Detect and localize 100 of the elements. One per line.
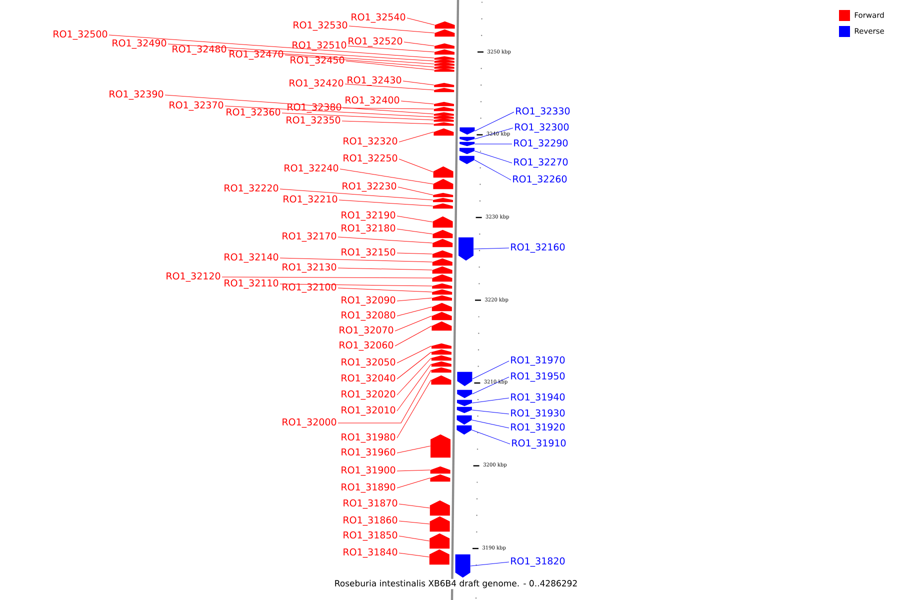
gene-label: RO1_32180 (342, 224, 396, 234)
gene-label: RO1_31950 (511, 372, 565, 382)
leader-line (398, 132, 434, 142)
gene-label: RO1_32040 (342, 374, 396, 384)
gene-block (434, 56, 454, 60)
gene-block (434, 49, 454, 55)
leader-line (398, 186, 434, 196)
gene-block (432, 230, 453, 238)
leader-line (394, 316, 432, 332)
gene-label: RO1_32170 (282, 232, 336, 242)
leader-line (396, 352, 432, 380)
leader-line (396, 346, 432, 364)
gene-block (431, 367, 452, 373)
gene-block (433, 192, 454, 198)
gene-block (430, 533, 450, 549)
leader-line (474, 150, 512, 164)
gene-block (434, 122, 454, 126)
leader-line (284, 54, 434, 68)
leader-line (348, 46, 435, 52)
gene-label: RO1_32400 (346, 96, 400, 106)
leader-line (348, 26, 435, 34)
gene-block (460, 142, 475, 146)
leader-line (396, 216, 433, 222)
gene-label: RO1_31920 (511, 423, 565, 433)
gene-label: RO1_31930 (511, 409, 565, 419)
gene-block (434, 102, 454, 106)
gene-block (432, 216, 453, 228)
leader-line (396, 252, 433, 254)
leader-line (394, 326, 432, 346)
leader-line (338, 236, 433, 244)
gene-block (432, 302, 452, 312)
leader-line (280, 258, 432, 262)
gene-block (430, 434, 450, 458)
gene-label: RO1_32490 (112, 39, 166, 49)
gene-label: RO1_32370 (170, 101, 224, 111)
gene-label: RO1_32510 (292, 41, 346, 51)
gene-label: RO1_32090 (342, 296, 396, 306)
gene-block (433, 166, 454, 178)
gene-block (432, 343, 452, 349)
leader-line (338, 268, 432, 270)
gene-block (430, 466, 450, 474)
gene-label: RO1_32120 (166, 272, 220, 282)
leader-line (282, 112, 434, 120)
gene-block (434, 88, 454, 92)
leader-line (222, 276, 432, 278)
leader-line (396, 364, 432, 412)
gene-label: RO1_32110 (224, 279, 278, 289)
gene-label: RO1_31980 (342, 433, 396, 443)
gene-label: RO1_32060 (340, 341, 394, 351)
leader-line (342, 120, 434, 124)
gene-block (434, 59, 454, 63)
leader-line (474, 160, 512, 180)
gene-block (434, 29, 455, 37)
gene-label: RO1_31890 (342, 483, 396, 493)
gene-label: RO1_31910 (512, 439, 566, 449)
gene-block (460, 127, 475, 135)
gene-label: RO1_32470 (230, 50, 284, 60)
gene-block (433, 178, 454, 190)
gene-label: RO1_32420 (290, 79, 344, 89)
gene-block (456, 406, 472, 414)
gene-label: RO1_32240 (284, 164, 338, 174)
leader-line (342, 108, 434, 110)
gene-block (433, 198, 453, 202)
gene-block (434, 106, 454, 112)
gene-label: RO1_31940 (511, 393, 565, 403)
gene-label: RO1_32480 (172, 45, 226, 55)
leader-line (338, 288, 432, 292)
gene-label: RO1_32290 (514, 139, 568, 149)
gene-block (458, 237, 474, 261)
gene-label: RO1_32250 (344, 154, 398, 164)
gene-label: RO1_31820 (511, 557, 565, 567)
leader-line (280, 284, 432, 286)
leader-line (396, 380, 432, 438)
caption: Roseburia intestinalis XB6B4 draft genome. - 0..4286292 (333, 578, 579, 590)
leader-line (108, 34, 434, 58)
gene-label: RO1_32390 (110, 90, 164, 100)
gene-label: RO1_31870 (344, 499, 398, 509)
gene-label: RO1_32500 (54, 30, 108, 40)
gene-block (432, 312, 452, 320)
gene-label: RO1_32530 (294, 21, 348, 31)
gene-block (460, 148, 474, 154)
gene-block (432, 349, 452, 355)
gene-block (434, 112, 454, 116)
gene-label: RO1_32050 (342, 358, 396, 368)
gene-block (434, 128, 454, 136)
gene-block (434, 62, 454, 66)
gene-label: RO1_32270 (514, 158, 568, 168)
gene-label: RO1_32230 (342, 182, 396, 192)
leader-line (398, 504, 430, 508)
leader-line (406, 18, 435, 26)
leader-line (474, 128, 514, 140)
gene-block (430, 500, 450, 516)
leader-line (472, 376, 510, 394)
gene-block (429, 549, 450, 565)
leader-line (168, 44, 434, 62)
leader-line (474, 112, 514, 132)
gene-label: RO1_32140 (224, 253, 278, 263)
gene-label: RO1_32010 (342, 406, 396, 416)
gene-block (432, 250, 452, 258)
gene-label: RO1_32320 (344, 137, 398, 147)
